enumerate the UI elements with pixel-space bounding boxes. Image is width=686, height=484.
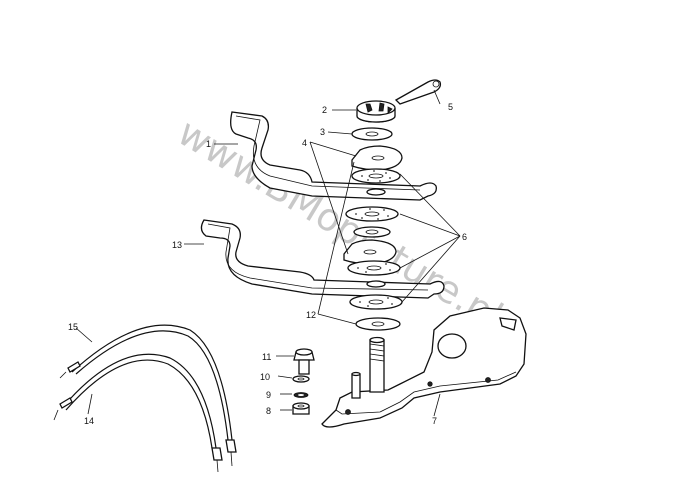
- callout-10: 10: [260, 372, 270, 382]
- bolt: [293, 348, 315, 375]
- spring-washer: [293, 392, 309, 398]
- upper-lever: [230, 111, 437, 201]
- tab-washer-lower: [343, 239, 397, 265]
- callout-3: 3: [320, 127, 325, 137]
- callout-13: 13: [172, 240, 182, 250]
- callout-12: 12: [306, 310, 316, 320]
- callout-2: 2: [322, 105, 327, 115]
- callout-6: 6: [462, 232, 467, 242]
- spacer-washer-a: [366, 188, 386, 196]
- cable-upper: [59, 324, 237, 467]
- callout-1: 1: [206, 139, 211, 149]
- callout-14: 14: [84, 416, 94, 426]
- friction-disc-b: [345, 206, 399, 222]
- callout-5: 5: [448, 102, 453, 112]
- castle-nut: [356, 100, 396, 123]
- washer-bottom: [355, 317, 401, 331]
- spacer-washer-b: [366, 280, 386, 288]
- washer-mid: [353, 226, 391, 238]
- lower-lever: [200, 219, 445, 299]
- friction-disc-d: [349, 294, 403, 310]
- callout-11: 11: [262, 352, 271, 362]
- friction-disc-a: [351, 168, 401, 184]
- cable-lower: [53, 353, 223, 473]
- washer-top: [351, 127, 393, 141]
- callout-4: 4: [302, 138, 307, 148]
- callout-labels: 1 2 3 4 5 6 7 8 9 10 11 12 13 14 15: [68, 102, 467, 426]
- friction-disc-c: [347, 260, 401, 276]
- split-pin: [394, 79, 442, 105]
- hex-nut: [292, 402, 310, 415]
- tab-washer-upper: [351, 145, 403, 171]
- callout-9: 9: [266, 390, 271, 400]
- callout-8: 8: [266, 406, 271, 416]
- mounting-bracket: [321, 307, 527, 428]
- callout-7: 7: [432, 416, 437, 426]
- callout-15: 15: [68, 322, 78, 332]
- leader-lines: [75, 89, 461, 417]
- flat-washer: [292, 375, 310, 383]
